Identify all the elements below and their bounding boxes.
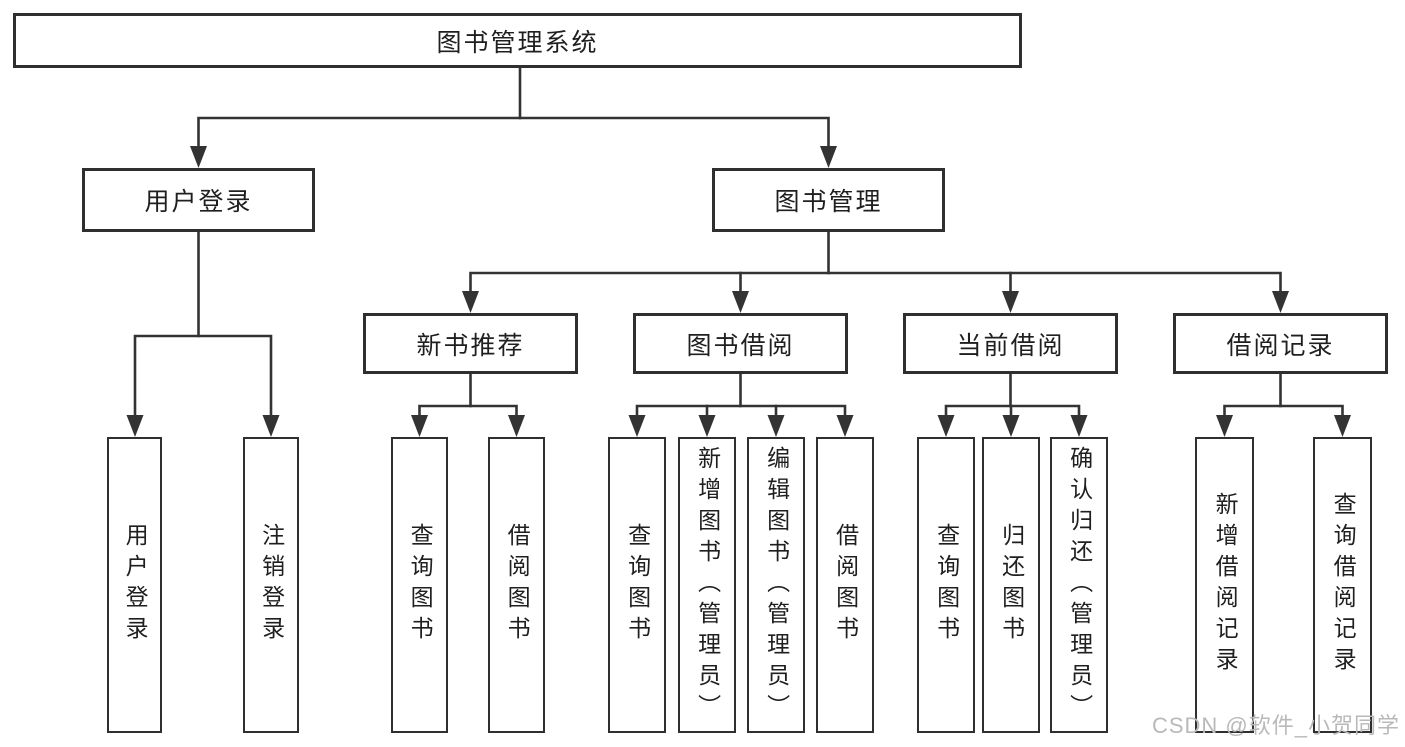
leaf-query-books-3: 查询图书 (917, 437, 975, 733)
leaf-add-books-admin-label: 新增图书（管理员） (694, 445, 721, 725)
connector-book-management-branch (462, 230, 1289, 313)
node-book-borrow-label: 图书借阅 (686, 331, 795, 360)
leaf-confirm-return-admin: 确认归还（管理员） (1050, 437, 1108, 733)
leaf-query-books-1-label: 查询图书 (407, 523, 434, 647)
arrowhead (836, 415, 854, 437)
leaf-user-login: 用户登录 (107, 437, 162, 733)
leaf-query-books-1: 查询图书 (391, 437, 448, 733)
node-user-login-label: 用户登录 (144, 188, 253, 216)
connector-book-borrow-group (628, 372, 854, 437)
node-book-management: 图书管理 (712, 168, 945, 232)
leaf-logout-label: 注销登录 (258, 523, 285, 647)
arrowhead (508, 415, 525, 437)
node-user-login: 用户登录 (82, 168, 315, 232)
leaf-edit-books-admin: 编辑图书（管理员） (747, 437, 805, 733)
leaf-logout: 注销登录 (243, 437, 299, 733)
watermark: CSDN @软件_小贺同学 (1151, 713, 1400, 738)
leaf-add-borrow-record-label: 新增借阅记录 (1212, 492, 1239, 678)
leaf-confirm-return-admin-label: 确认归还（管理员） (1066, 445, 1093, 725)
arrowhead (1334, 415, 1351, 437)
connector-line (469, 271, 1282, 295)
connector-line (133, 334, 273, 419)
leaf-user-login-label: 用户登录 (122, 523, 149, 647)
leaf-borrow-books-2: 借阅图书 (816, 437, 874, 733)
connector-line (635, 404, 847, 419)
node-new-book-recommend: 新书推荐 (363, 313, 578, 374)
node-current-borrow-label: 当前借阅 (956, 331, 1065, 360)
node-root-label: 图书管理系统 (436, 28, 599, 57)
connector-line (1223, 404, 1344, 419)
arrowhead (698, 415, 716, 437)
arrowhead (1272, 291, 1289, 313)
arrowhead (462, 291, 479, 313)
arrowhead (1216, 415, 1233, 437)
leaf-return-books-label: 归还图书 (998, 523, 1025, 647)
arrowhead (126, 415, 144, 437)
leaf-borrow-books-1: 借阅图书 (488, 437, 545, 733)
connector-user-login-branch (126, 230, 280, 437)
connector-borrow-records-group (1216, 372, 1351, 437)
leaf-borrow-books-1-label: 借阅图书 (504, 523, 531, 647)
leaf-query-books-2-label: 查询图书 (624, 523, 651, 647)
connector-line (418, 404, 518, 419)
leaf-borrow-books-2-label: 借阅图书 (832, 523, 859, 647)
node-borrow-records: 借阅记录 (1173, 313, 1388, 374)
node-current-borrow: 当前借阅 (903, 313, 1118, 374)
leaf-add-books-admin: 新增图书（管理员） (678, 437, 736, 733)
leaf-return-books: 归还图书 (982, 437, 1040, 733)
arrowhead (767, 415, 785, 437)
arrowhead (937, 415, 955, 437)
arrowhead (262, 415, 280, 437)
arrowhead (732, 291, 749, 313)
leaf-query-books-3-label: 查询图书 (933, 523, 960, 647)
arrowhead (1002, 415, 1020, 437)
node-book-management-label: 图书管理 (774, 188, 883, 216)
connector-line (197, 116, 830, 150)
leaf-query-books-2: 查询图书 (608, 437, 666, 733)
node-book-borrow: 图书借阅 (633, 313, 848, 374)
node-borrow-records-label: 借阅记录 (1226, 331, 1335, 360)
node-new-book-recommend-label: 新书推荐 (416, 331, 525, 360)
connector-new-book-group (411, 372, 525, 437)
arrowhead (820, 146, 837, 168)
leaf-query-borrow-record: 查询借阅记录 (1313, 437, 1372, 733)
node-root: 图书管理系统 (13, 13, 1022, 68)
arrowhead (190, 146, 207, 168)
arrowhead (628, 415, 646, 437)
arrowhead (1070, 415, 1088, 437)
connector-root-to-level2 (190, 66, 837, 168)
leaf-add-borrow-record: 新增借阅记录 (1195, 437, 1254, 733)
leaf-edit-books-admin-label: 编辑图书（管理员） (763, 445, 790, 725)
connector-current-borrow-group (937, 372, 1088, 437)
arrowhead (1002, 291, 1019, 313)
connector-line (944, 404, 1081, 419)
arrowhead (411, 415, 428, 437)
leaf-query-borrow-record-label: 查询借阅记录 (1330, 492, 1357, 678)
